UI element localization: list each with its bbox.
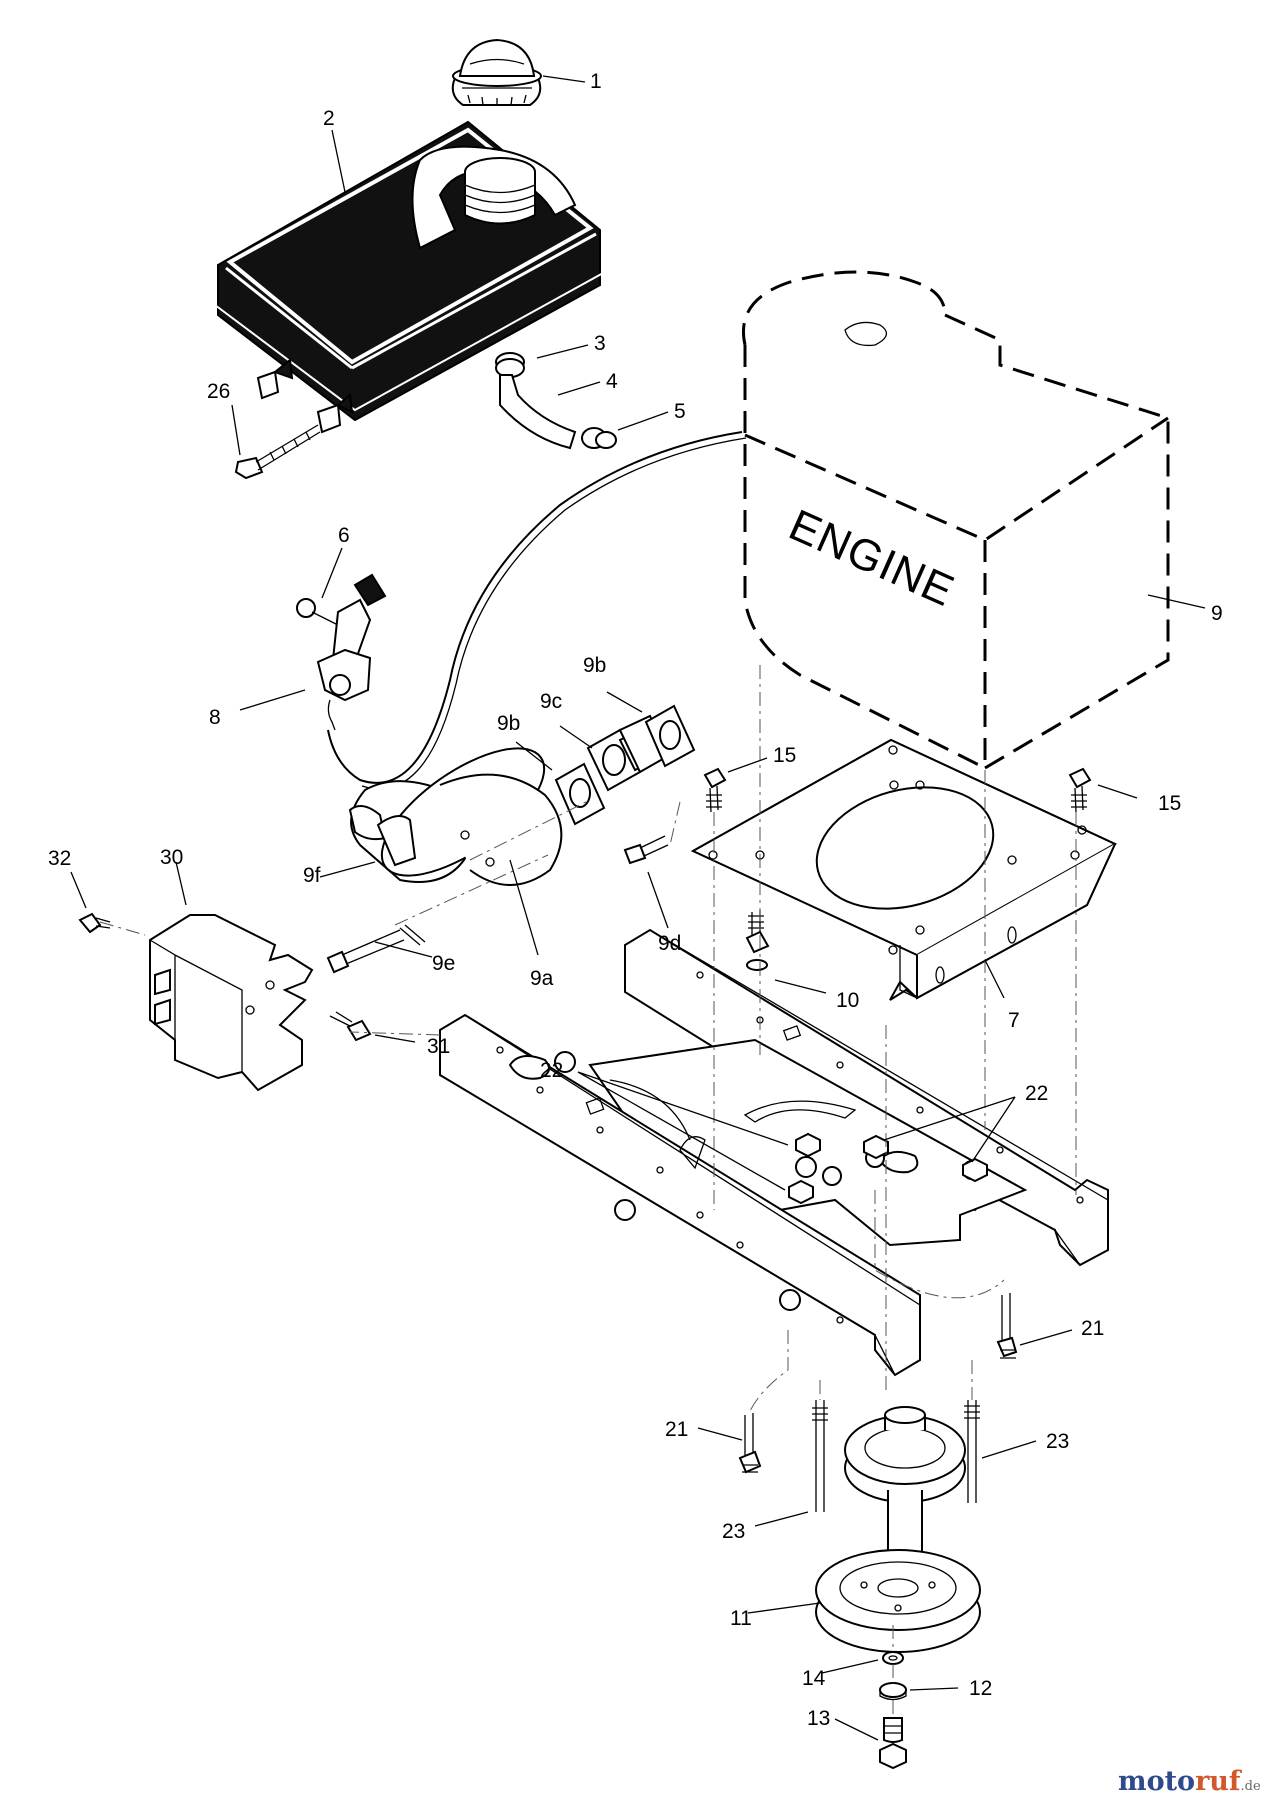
- bolt-15-right: [1068, 767, 1092, 813]
- lower-pulley: [815, 1549, 981, 1653]
- washer-14: [882, 1651, 904, 1665]
- bolt-9d: [623, 835, 669, 865]
- watermark-text: motoruf.de: [1118, 1766, 1261, 1797]
- callout-5: 5: [674, 400, 686, 423]
- callout-32: 32: [48, 847, 71, 870]
- watermark-brand-b: ruf: [1195, 1766, 1243, 1797]
- callout-7: 7: [1008, 1009, 1020, 1032]
- stud-23-left: [812, 1400, 828, 1512]
- callout-1: 1: [590, 70, 602, 93]
- nut-22-c: [863, 1134, 889, 1160]
- bolt-15-left: [703, 767, 727, 813]
- callout-26: 26: [207, 380, 230, 403]
- bolt-10: [745, 910, 770, 971]
- callout-9a: 9a: [530, 967, 554, 990]
- callout-15-right: 15: [1158, 792, 1181, 815]
- throttle-cable: [327, 431, 743, 784]
- bolt-31: [329, 1011, 372, 1042]
- watermark-suffix: .de: [1241, 1779, 1261, 1794]
- callout-9d: 9d: [658, 932, 681, 955]
- callout-9e: 9e: [432, 952, 455, 975]
- gasket-9b-lower: [554, 762, 606, 826]
- nut-22-d: [962, 1157, 988, 1183]
- fuel-cap: [451, 38, 542, 106]
- callout-8: 8: [209, 706, 221, 729]
- heat-shield: [149, 914, 314, 1092]
- callout-11: 11: [730, 1607, 752, 1630]
- engine-mount-plate: [690, 738, 1118, 1001]
- callout-21-left: 21: [665, 1418, 688, 1441]
- callout-10: 10: [836, 989, 859, 1012]
- callout-2: 2: [323, 107, 335, 130]
- engine-block: ENGINE: [742, 270, 1170, 770]
- callout-9f: 9f: [303, 864, 321, 887]
- bolt-26: [234, 424, 321, 480]
- watermark-brand-a: moto: [1118, 1766, 1195, 1797]
- callout-22-right: 22: [1025, 1082, 1048, 1105]
- lock-nut-12: [879, 1682, 907, 1701]
- callout-3: 3: [594, 332, 606, 355]
- muffler: [348, 747, 563, 886]
- bolt-9e: [326, 924, 426, 974]
- stud-23-right: [964, 1400, 980, 1503]
- center-lines: [99, 665, 1077, 1718]
- callout-12: 12: [969, 1677, 992, 1700]
- callout-labels: 1 2 3 4 5 6 8 9 9b 9c 9b 15 15 32 30 9f …: [48, 70, 1223, 1730]
- callout-9b-upper: 9b: [583, 654, 606, 677]
- callout-9b-lower: 9b: [497, 712, 520, 735]
- fuel-hose: [495, 352, 617, 450]
- callout-15-left: 15: [773, 744, 796, 767]
- bolt-21-right: [996, 1293, 1018, 1359]
- callout-22-left: 22: [540, 1059, 563, 1082]
- callout-6: 6: [338, 524, 350, 547]
- frame: [439, 928, 1109, 1377]
- bolt-32: [78, 912, 111, 934]
- callout-9: 9: [1211, 602, 1223, 625]
- nut-22-b: [788, 1179, 814, 1205]
- throttle-cable-inner: [361, 437, 747, 790]
- callout-4: 4: [606, 370, 618, 393]
- watermark: motoruf.de: [1118, 1766, 1261, 1797]
- bolt-21-left: [738, 1413, 762, 1474]
- bolt-13: [879, 1717, 907, 1770]
- callout-9c: 9c: [540, 690, 562, 713]
- throttle-control: [296, 573, 387, 731]
- gasket-9b-upper: [644, 704, 696, 768]
- callout-30: 30: [160, 846, 183, 869]
- nut-22-a: [795, 1132, 821, 1158]
- leader-lines: [70, 75, 1206, 1741]
- callout-23-right: 23: [1046, 1430, 1069, 1453]
- callout-21-right: 21: [1081, 1317, 1104, 1340]
- fuel-tank: [214, 120, 606, 434]
- upper-pulley: [844, 1406, 966, 1503]
- callout-23-left: 23: [722, 1520, 745, 1543]
- callout-13: 13: [807, 1707, 830, 1730]
- callout-14: 14: [802, 1667, 826, 1690]
- callout-31: 31: [427, 1035, 450, 1058]
